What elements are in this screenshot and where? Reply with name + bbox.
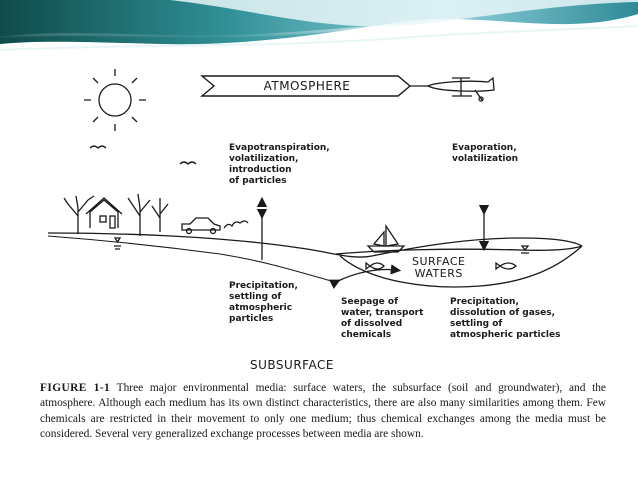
atmosphere-label: ATMOSPHERE [263,79,351,93]
precipitation-left-label: Precipitation, settling of atmospheric p… [229,281,298,324]
fish-icon [495,261,517,271]
precipitation-right-label: Precipitation, dissolution of gases, set… [450,297,561,340]
car-icon [181,217,221,235]
water-table-symbol [520,245,530,254]
tree-icon [127,193,151,236]
tree-icon [151,198,169,232]
bird-icon [89,145,107,149]
groundwater-line [47,235,336,283]
water-table-symbol [113,237,122,250]
fish-icon [365,261,385,271]
seepage-arrow [329,264,402,289]
surface-waters-label: SURFACE WATERS [412,255,466,280]
subsurface-label: SUBSURFACE [250,358,334,372]
airplane-icon [426,76,495,102]
bird-icon [179,161,197,165]
house-icon [85,197,123,229]
evapotranspiration-label: Evapotranspiration, volatilization, intr… [229,143,330,186]
ground-line [47,232,583,258]
water-surface [335,245,583,255]
decorative-wave-banner [0,0,638,51]
figure-number: FIGURE 1-1 [40,382,111,394]
sailboat-icon [366,223,406,253]
exhaust-cloud [223,220,249,229]
seepage-label: Seepage of water, transport of dissolved… [341,297,424,340]
evaporation-label: Evaporation, volatilization [452,143,519,164]
tree-icon [63,195,95,234]
environmental-media-diagram [47,69,583,289]
figure-caption: FIGURE 1-1 Three major environmental med… [40,381,606,443]
caption-text: Three major environmental media: surface… [40,382,606,441]
atmosphere-banner [200,75,428,97]
sun-icon [84,69,146,131]
